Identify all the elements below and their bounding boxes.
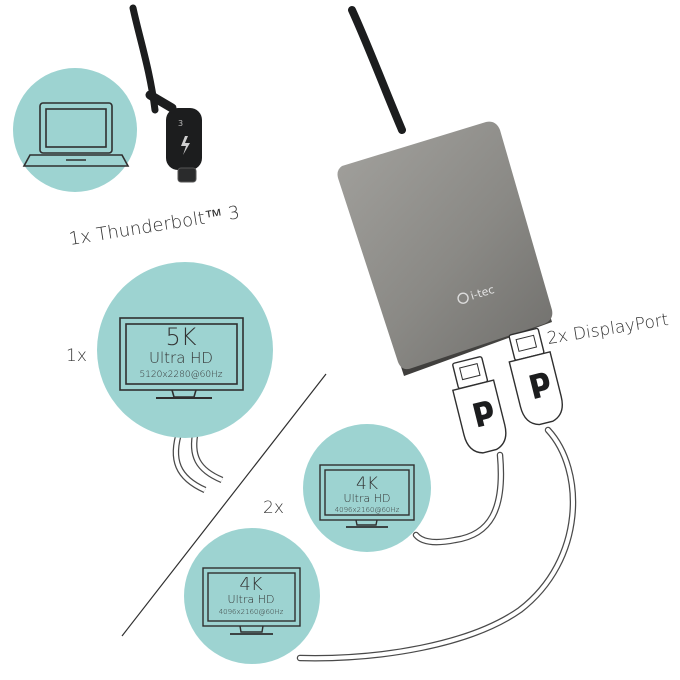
device-cable [348,6,406,134]
laptop-circle [13,68,137,192]
display-5k-spec: 5120x2280@60Hz [139,370,222,380]
dp-cables [296,426,577,662]
display-4k-circle-lower: 4K Ultra HD 4096x2160@60Hz [184,528,320,664]
laptop-icon [22,102,130,167]
display-4k-lower-res: 4K [239,574,262,595]
display-4k-upper-spec: 4096x2160@60Hz [335,506,400,514]
monitor-icon [319,464,415,528]
display-5k-sub: Ultra HD [149,349,213,367]
one-x-label: 1x [66,346,87,366]
thunderbolt-label: 1x Thunderbolt™ 3 [67,202,241,250]
thunderbolt-cable: 3 [129,4,202,183]
displayport-icon [529,372,550,399]
display-4k-upper-sub: Ultra HD [344,492,391,505]
dp-connector-left [451,356,507,454]
display-5k-circle: 5K Ultra HD 5120x2280@60Hz [97,262,273,493]
display-4k-lower-sub: Ultra HD [228,593,275,606]
display-4k-lower-spec: 4096x2160@60Hz [219,608,284,616]
dp-connector-right [508,327,563,426]
display-4k-circle-upper: 4K Ultra HD 4096x2160@60Hz [303,424,431,552]
two-x-label: 2x [263,498,284,518]
monitor-icon [202,567,301,635]
display-5k-res: 5K [165,323,196,351]
itec-adapter: i-tec [337,121,553,376]
svg-text:3: 3 [178,119,183,128]
divider-line [121,373,327,637]
displayport-label: 2x DisplayPort [546,310,670,349]
monitor-icon [119,317,244,399]
thunderbolt-icon [181,136,190,155]
display-4k-upper-res: 4K [356,474,378,494]
displayport-icon [472,401,493,428]
